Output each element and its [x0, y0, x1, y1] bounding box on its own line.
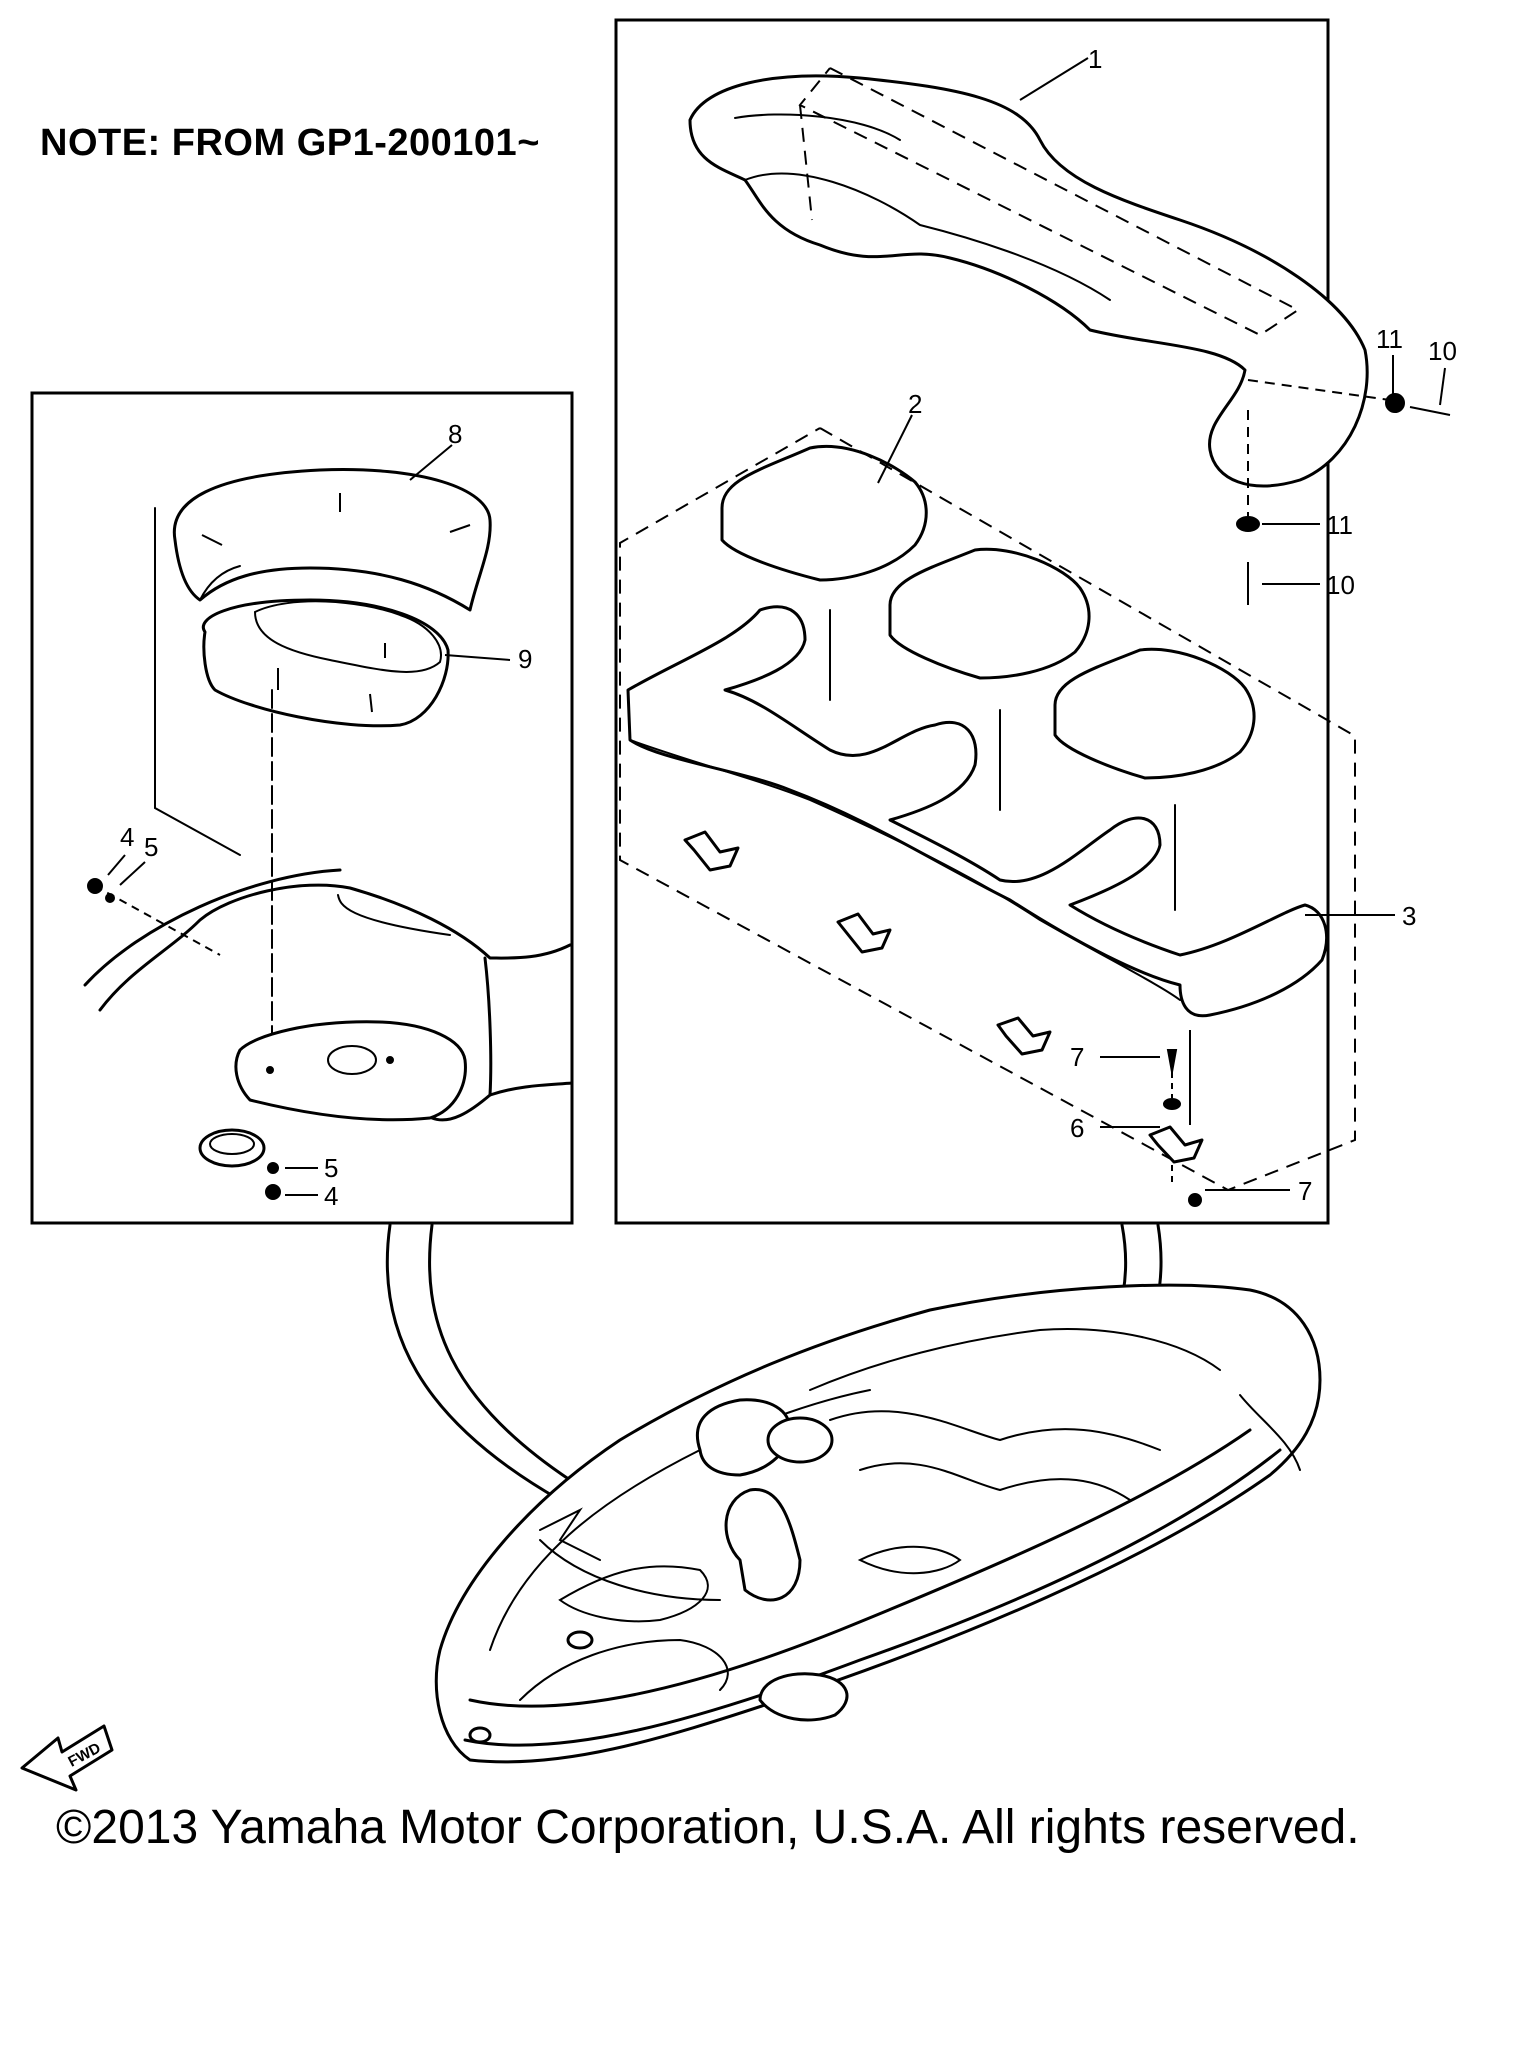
- copyright-text: ©2013 Yamaha Motor Corporation, U.S.A. A…: [56, 1801, 1360, 1854]
- boat-hull: [434, 1283, 1322, 1764]
- left-guide-line: [154, 507, 241, 856]
- part-3-seat-frame: [626, 605, 1328, 1018]
- callout-8: 8: [448, 419, 462, 449]
- part-9-seat-base: [201, 598, 450, 728]
- left-ring-washer: [198, 1128, 266, 1168]
- note-text: NOTE: FROM GP1-200101~: [40, 122, 540, 164]
- part-2-seat-pads: [619, 427, 1356, 1192]
- right-callouts: 1 2 3 11 10 11 10 7 6 7: [877, 44, 1457, 1206]
- callout-4-lower: 4: [324, 1181, 338, 1211]
- callout-4-upper: 4: [120, 822, 134, 852]
- part-1-backrest: [688, 67, 1369, 488]
- callout-11-upper: 11: [1376, 324, 1403, 354]
- callout-5-upper: 5: [144, 832, 158, 862]
- callout-11-lower: 11: [1326, 510, 1353, 540]
- callout-2: 2: [908, 389, 922, 419]
- fwd-arrow-icon: FWD: [20, 1724, 114, 1792]
- callout-5-lower: 5: [324, 1153, 338, 1183]
- callout-10-upper: 10: [1428, 336, 1457, 366]
- left-hull-section: [83, 868, 574, 1122]
- callout-9: 9: [518, 644, 532, 674]
- part-8-seat-cushion: [172, 468, 492, 612]
- callout-10-lower: 10: [1326, 570, 1355, 600]
- right-inset-frame: [614, 18, 1330, 1225]
- right-lower-fasteners: [1163, 1030, 1202, 1207]
- right-upper-fasteners: [1236, 379, 1451, 605]
- callout-6: 6: [1070, 1113, 1084, 1143]
- callout-7-upper: 7: [1070, 1042, 1084, 1072]
- part-6-brackets: [683, 830, 1204, 1164]
- left-fasteners: [87, 878, 281, 1200]
- callout-7-lower: 7: [1298, 1176, 1312, 1206]
- callout-3: 3: [1402, 901, 1416, 931]
- left-callouts: 8 9 4 5 5 4: [107, 419, 532, 1211]
- callout-1: 1: [1088, 44, 1102, 74]
- left-inset-frame: [30, 391, 574, 1225]
